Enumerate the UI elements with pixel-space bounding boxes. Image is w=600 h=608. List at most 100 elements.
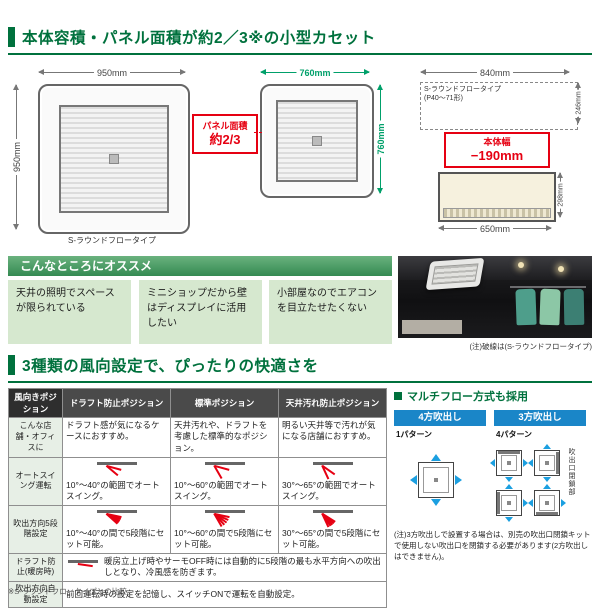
cassette-unit-small — [260, 84, 374, 198]
width-reduction-callout: 本体幅 −190mm — [444, 132, 550, 168]
row-label-store-type: こんな店舗・オフィスに — [8, 417, 63, 458]
green-square-bullet-icon — [394, 392, 402, 400]
blow-arrow-icon — [543, 477, 551, 482]
three-way-unit-icon — [528, 484, 566, 516]
blow-arrow-icon — [455, 475, 462, 485]
blow-arrow-icon — [523, 459, 528, 467]
table-cell: 10°〜60°の間で5段階にセット可能。 — [170, 504, 279, 554]
tab-three-way: 3方吹出し — [494, 410, 586, 426]
table-cell: 天井汚れや、ドラフトを考慮した標準的なポジション。 — [170, 417, 279, 458]
width-dimension-950: 950mm — [38, 68, 186, 78]
horizontal-blow-icon — [68, 559, 98, 575]
closed-outlet-icon — [556, 452, 559, 474]
table-cell: 10°〜40°の間で5段階にセット可能。 — [62, 504, 171, 554]
front-view-small: 760mm 760mm パネル面積 約2/3 — [192, 68, 392, 254]
table-cell: 10°〜40°の範囲でオートスイング。 — [62, 457, 171, 506]
depth-dimension-old: 246mm — [574, 82, 584, 124]
section2-header: 3種類の風向設定で、ぴったりの快適さを — [8, 354, 592, 383]
section2-title: 3種類の風向設定で、ぴったりの快適さを — [22, 358, 319, 375]
closure-part-label: 吹出口閉鎖部 — [568, 448, 575, 496]
blow-arrow-icon — [431, 454, 441, 461]
section1-header: 本体容積・パネル面積が約2／3※の小型カセット — [8, 26, 592, 55]
multiflow-note: (注)3方吹出しで設置する場合は、別売の吹出口閉鎖キットで使用しない吹出口を閉鎖… — [394, 530, 591, 561]
height-dimension-950: 950mm — [12, 84, 22, 230]
column-header-ceiling-stain: 天井汚れ防止ポジション — [278, 388, 387, 418]
photo-shelf — [402, 320, 462, 334]
grille-icon — [59, 104, 169, 214]
photo-shirt — [563, 288, 585, 326]
closed-outlet-icon — [497, 492, 500, 514]
lifestyle-photo — [398, 256, 592, 338]
multiflow-panel: マルチフロー方式も採用 4方吹出し 3方吹出し 1パターン 4パターン — [394, 388, 592, 561]
multiflow-diagrams: 吹出口閉鎖部 — [394, 442, 592, 526]
panel-strip-icon — [443, 208, 551, 218]
swing-range-icon — [204, 462, 245, 479]
unit-panel-icon — [501, 455, 517, 471]
blow-arrow-icon — [410, 475, 417, 485]
multiflow-title: マルチフロー方式も採用 — [407, 391, 528, 403]
five-step-fan-icon — [204, 509, 245, 527]
green-bar-icon — [8, 355, 15, 375]
blow-arrow-icon — [528, 499, 533, 507]
unit-panel-icon — [501, 495, 517, 511]
blow-arrow-icon — [505, 477, 513, 482]
blow-arrow-icon — [543, 484, 551, 489]
blow-arrow-icon — [505, 484, 513, 489]
table-cell: 30°〜65°の間で5段階にセット可能。 — [278, 504, 387, 554]
table-cell: 明るい天井等で汚れが気になる店舗におすすめ。 — [278, 417, 387, 458]
width-dimension-840: 840mm — [420, 68, 570, 78]
four-way-unit-icon — [410, 454, 462, 506]
photo-clothes-rail — [510, 286, 586, 288]
height-dimension-760: 760mm — [376, 84, 386, 194]
unit-caption: S-ラウンドフロータイプ — [68, 236, 156, 245]
row-label-five-step: 吹出方向5段階設定 — [8, 504, 63, 554]
photo-shirt — [515, 288, 537, 326]
pattern-count-four-way: 1パターン — [396, 430, 433, 439]
dashed-line-note: (注)破線は(S-ラウンドフロータイプ) — [469, 342, 593, 351]
closed-outlet-icon — [498, 451, 520, 454]
five-step-fan-icon — [96, 509, 137, 525]
blow-arrow-icon — [490, 459, 495, 467]
spotlight-icon — [518, 262, 524, 268]
unit-panel-icon — [423, 467, 449, 493]
comparison-footnote: ※S-ラウンドフロータイプとの比較。 — [8, 587, 135, 596]
table-cell: 30°〜65°の範囲でオートスイング。 — [278, 457, 387, 506]
width-dimension-650: 650mm — [438, 224, 552, 234]
photo-shirt — [539, 288, 561, 326]
recommend-card-1: 天井の照明でスペースが限られている — [8, 280, 131, 344]
new-model-body — [438, 172, 556, 222]
blow-arrow-icon — [561, 499, 566, 507]
tab-four-way: 4方吹出し — [394, 410, 486, 426]
blow-arrow-icon — [543, 444, 551, 449]
closed-outlet-icon — [536, 512, 558, 515]
width-dimension-760: 760mm — [260, 68, 370, 78]
three-way-unit-icon — [490, 450, 528, 482]
unit-panel-icon — [539, 455, 555, 471]
table-cell: ドラフト感が気になるケースにおすすめ。 — [62, 417, 171, 458]
spotlight-icon — [558, 266, 564, 272]
swing-range-icon — [96, 462, 137, 477]
cassette-unit-large — [38, 84, 190, 234]
row-label-auto-swing: オートスイング運転 — [8, 457, 63, 506]
blow-arrow-icon — [523, 499, 528, 507]
column-header-draft-prevention: ドラフト防止ポジション — [62, 388, 171, 418]
depth-dimension-new: 298mm — [556, 172, 566, 218]
blow-arrow-icon — [505, 517, 513, 522]
side-view-comparison: 840mm S-ラウンドフロータイプ (P40〜71形) 246mm 本体幅 −… — [404, 68, 592, 254]
callout-leader-line — [254, 132, 262, 133]
recommend-card-3: 小部屋なのでエアコンを目立たせたくない — [269, 280, 392, 344]
recommend-band-title: こんなところにオススメ — [8, 256, 392, 276]
three-way-unit-icon — [528, 444, 560, 482]
row-label-draft-prevention: ドラフト防止(暖房時) — [8, 552, 63, 582]
grille-icon — [276, 100, 358, 182]
section1-title: 本体容積・パネル面積が約2／3※の小型カセット — [22, 30, 376, 47]
photo-cassette-unit — [425, 257, 485, 291]
multiflow-title-row: マルチフロー方式も採用 — [394, 388, 592, 404]
unit-panel-icon — [539, 495, 555, 511]
column-header-standard: 標準ポジション — [170, 388, 279, 418]
blow-arrow-icon — [528, 459, 533, 467]
table-corner-header: 風向きポジション — [8, 388, 63, 418]
swing-range-icon — [312, 462, 353, 480]
table-cell: 10°〜60°の範囲でオートスイング。 — [170, 457, 279, 506]
